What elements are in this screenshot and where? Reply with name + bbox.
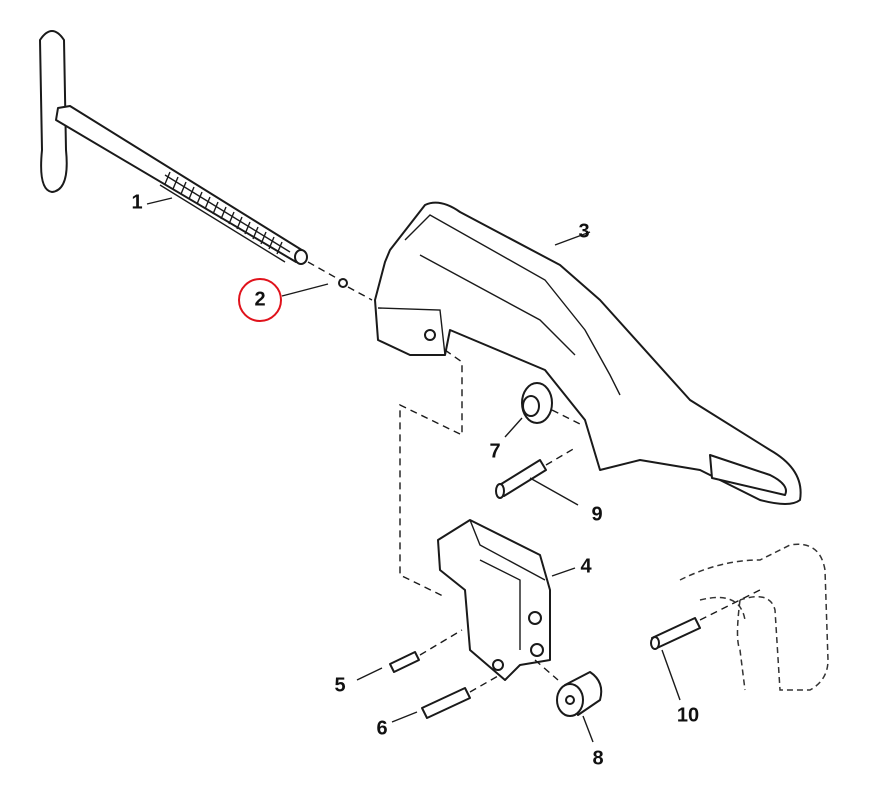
callout-9: 9 (591, 503, 603, 526)
part-8-roller (534, 659, 603, 743)
part-1-screw (39, 30, 341, 281)
highlight-circle (238, 278, 282, 322)
part-5-pin (356, 629, 463, 681)
part-6-pin (391, 675, 499, 723)
callout-4: 4 (580, 555, 592, 578)
alignment-line (399, 349, 463, 598)
callout-10: 10 (676, 704, 700, 727)
callout-1: 1 (131, 191, 143, 214)
callout-7: 7 (489, 440, 501, 463)
callout-8: 8 (592, 747, 604, 770)
part-2-ball (281, 278, 373, 301)
callout-3: 3 (578, 220, 590, 243)
callout-6: 6 (376, 717, 388, 740)
part-9-pin (495, 447, 579, 506)
callout-2: 2 (254, 288, 266, 311)
part-3-frame (374, 201, 802, 505)
callout-5: 5 (334, 674, 346, 697)
part-4-jaw (437, 519, 576, 681)
part-7-bushing (504, 382, 583, 438)
part-10-pin (650, 543, 829, 701)
